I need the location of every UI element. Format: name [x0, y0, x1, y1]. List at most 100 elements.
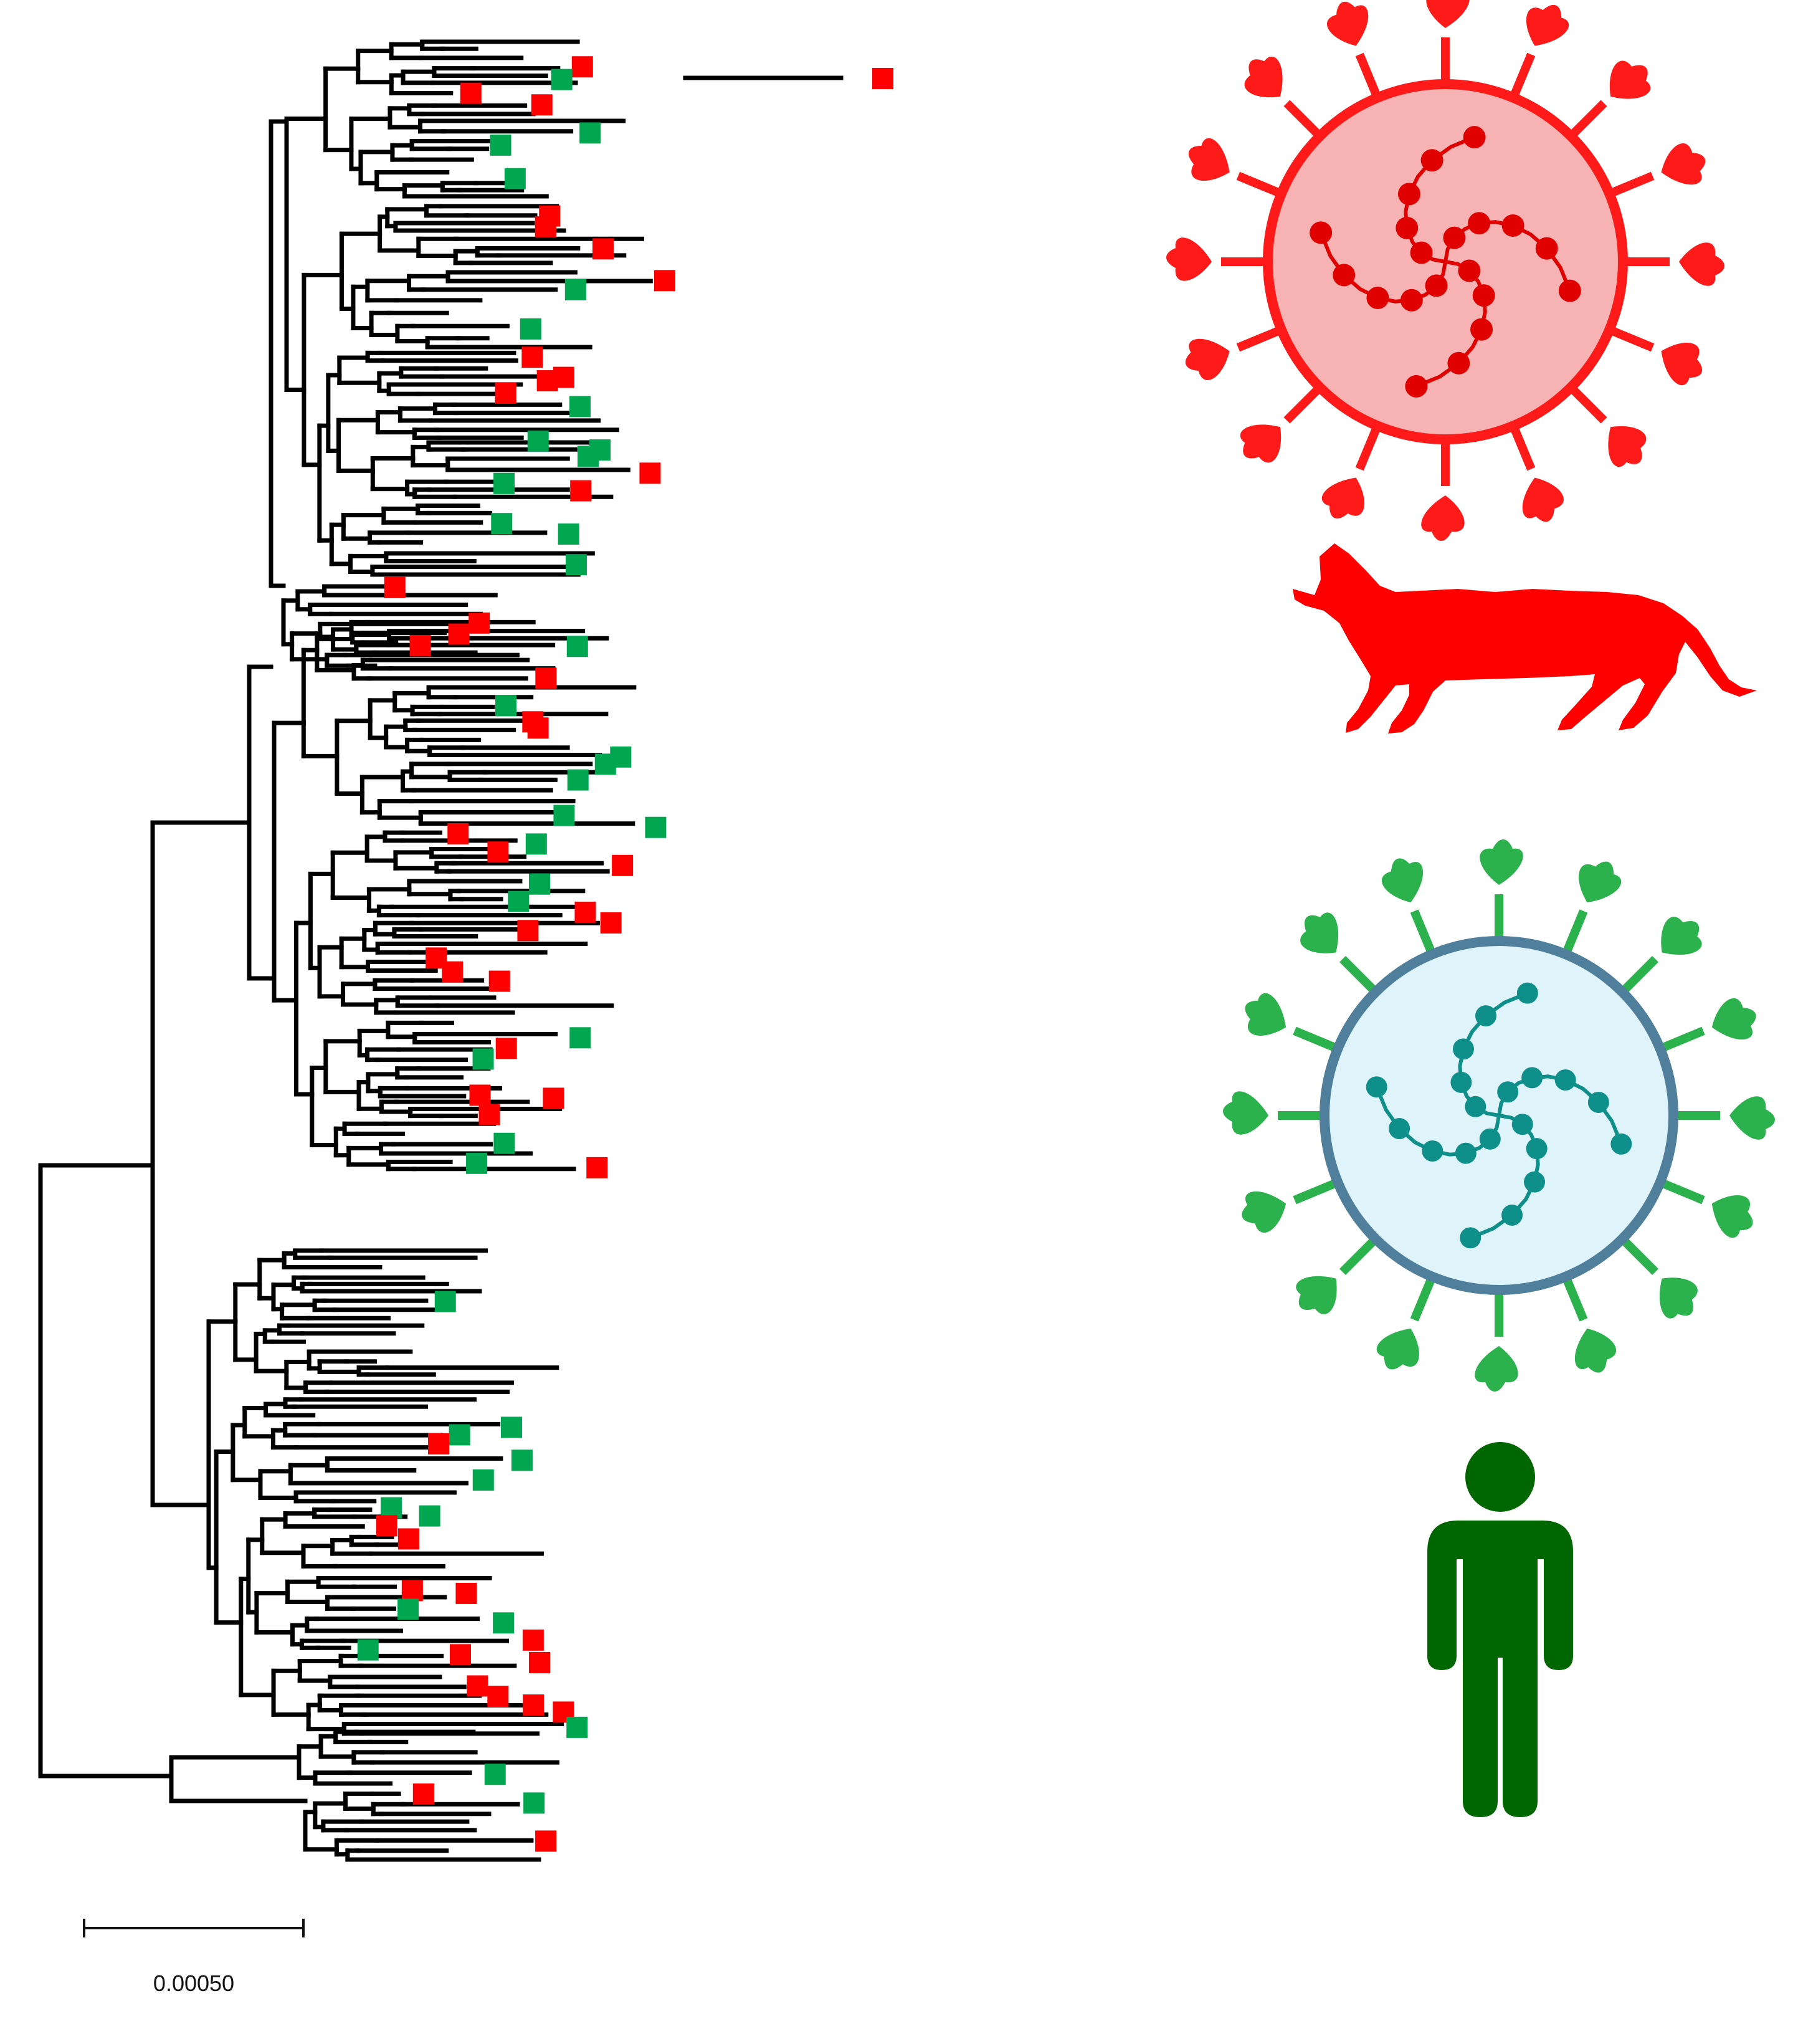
cat-sample-marker — [571, 56, 593, 78]
virus-nucleocapsid — [1501, 1204, 1523, 1226]
virus-nucleocapsid — [1526, 1138, 1548, 1160]
virus-spike-stalk — [1293, 1026, 1339, 1053]
virus-spike-stalk — [1236, 325, 1283, 352]
virus-spike-stalk — [1561, 909, 1588, 956]
cat-sample-marker — [612, 854, 634, 876]
human-sample-marker — [566, 1716, 588, 1738]
human-sample-marker — [511, 1449, 533, 1471]
virus-nucleocapsid — [1422, 1140, 1443, 1162]
cat-sample-marker — [412, 1783, 434, 1805]
virus-nucleocapsid — [1455, 1142, 1477, 1164]
virus-spike-head — [1729, 1096, 1775, 1140]
virus-spike-head — [1322, 477, 1364, 519]
cat-sample-marker — [448, 623, 470, 645]
virus-spike-stalk — [1619, 956, 1658, 995]
cat-sample-marker — [592, 238, 614, 260]
virus-spike-head — [1661, 917, 1702, 955]
human-sample-marker — [472, 1048, 494, 1070]
cat-sample-marker — [478, 1104, 500, 1125]
cat-sample-marker — [468, 612, 490, 634]
cat-sample-marker — [442, 961, 464, 983]
cat-sample-marker — [384, 576, 406, 598]
human-sample-marker — [508, 891, 530, 912]
human-sample-marker — [357, 1639, 379, 1661]
cat-sample-marker — [469, 1084, 491, 1106]
human-sample-marker — [525, 833, 547, 855]
cat-sample-marker — [654, 270, 675, 292]
human-coronavirus-icon — [1223, 839, 1775, 1392]
virus-spike-stalk — [1567, 100, 1607, 140]
virus-spike-stalk — [1658, 1178, 1705, 1205]
virus-spike-stalk — [1236, 171, 1283, 198]
virus-spike-head — [1381, 858, 1424, 903]
virus-nucleocapsid — [1470, 318, 1493, 341]
cat-silhouette-icon — [1293, 543, 1757, 733]
virus-nucleocapsid — [1587, 1091, 1609, 1113]
human-sample-marker — [523, 1792, 545, 1814]
virus-nucleocapsid — [1366, 287, 1389, 310]
cat-sample-marker — [409, 634, 431, 656]
virus-nucleocapsid — [1497, 1081, 1519, 1103]
virus-spike-head — [1300, 912, 1339, 953]
cat-sample-marker — [531, 94, 553, 116]
virus-nucleocapsid — [1389, 1118, 1410, 1140]
virus-nucleocapsid — [1558, 279, 1581, 302]
virus-nucleocapsid — [1501, 214, 1524, 237]
human-sample-marker — [484, 1764, 506, 1785]
scale-bar: 0.00050 — [83, 1919, 305, 1996]
virus-spike-head — [1166, 237, 1212, 281]
virus-spike-head — [1376, 1328, 1419, 1370]
virus-spike-head — [1480, 839, 1523, 885]
cat-sample-marker — [397, 1528, 419, 1550]
virus-spike-stalk — [1410, 909, 1437, 956]
virus-spike-head — [1609, 60, 1651, 99]
virus-nucleocapsid — [1460, 1227, 1481, 1249]
human-sample-marker — [493, 1612, 515, 1634]
virus-spike-head — [1327, 1, 1369, 46]
human-sample-marker — [490, 134, 511, 156]
cat-coronavirus-icon — [1166, 0, 1724, 541]
virus-spike-head — [1574, 1328, 1617, 1373]
virus-nucleocapsid — [1400, 289, 1423, 312]
virus-nucleocapsid — [1468, 212, 1491, 235]
human-sample-marker — [594, 753, 616, 775]
virus-spike-stalk — [1567, 384, 1607, 424]
virus-nucleocapsid — [1463, 126, 1486, 149]
virus-spike-head — [1426, 0, 1470, 28]
human-sample-marker — [567, 769, 589, 791]
virus-spike-head — [1608, 426, 1647, 467]
human-sample-marker — [566, 636, 588, 657]
human-sample-marker — [569, 1027, 591, 1049]
cat-sample-marker — [401, 1580, 423, 1602]
virus-spike-stalk — [1658, 1026, 1705, 1053]
virus-nucleocapsid — [1475, 1005, 1496, 1027]
cat-sample-marker — [535, 1830, 557, 1852]
cat-sample-marker — [487, 1686, 509, 1707]
cat-sample-marker — [523, 1694, 545, 1716]
cat-sample-marker — [450, 1644, 472, 1666]
cat-sample-marker — [529, 1651, 551, 1673]
virus-spike-head — [1242, 1191, 1286, 1233]
virus-nucleocapsid — [1554, 1069, 1576, 1091]
virus-nucleocapsid — [1420, 149, 1443, 172]
virus-spike-stalk — [1561, 1275, 1588, 1322]
virus-spike-head — [1579, 861, 1622, 903]
virus-spike-head — [1421, 495, 1465, 541]
cat-sample-marker — [543, 1087, 564, 1109]
human-sample-marker — [491, 513, 513, 535]
virus-nucleocapsid — [1405, 375, 1428, 398]
virus-spike-head — [1245, 993, 1286, 1036]
virus-spike-stalk — [1355, 52, 1382, 100]
virus-spike-head — [1661, 143, 1706, 185]
virus-nucleocapsid — [1535, 237, 1558, 260]
human-sample-marker — [434, 1291, 456, 1312]
human-sample-marker — [466, 1152, 488, 1174]
virus-spike-head — [1296, 1276, 1337, 1314]
human-sample-marker — [569, 396, 591, 418]
virus-nucleocapsid — [1521, 1067, 1543, 1089]
virus-spike-stalk — [1355, 424, 1382, 471]
cat-sample-marker — [447, 823, 469, 845]
cat-sample-marker — [535, 216, 556, 237]
human-sample-marker — [551, 69, 573, 90]
cat-sample-marker — [467, 1675, 488, 1697]
